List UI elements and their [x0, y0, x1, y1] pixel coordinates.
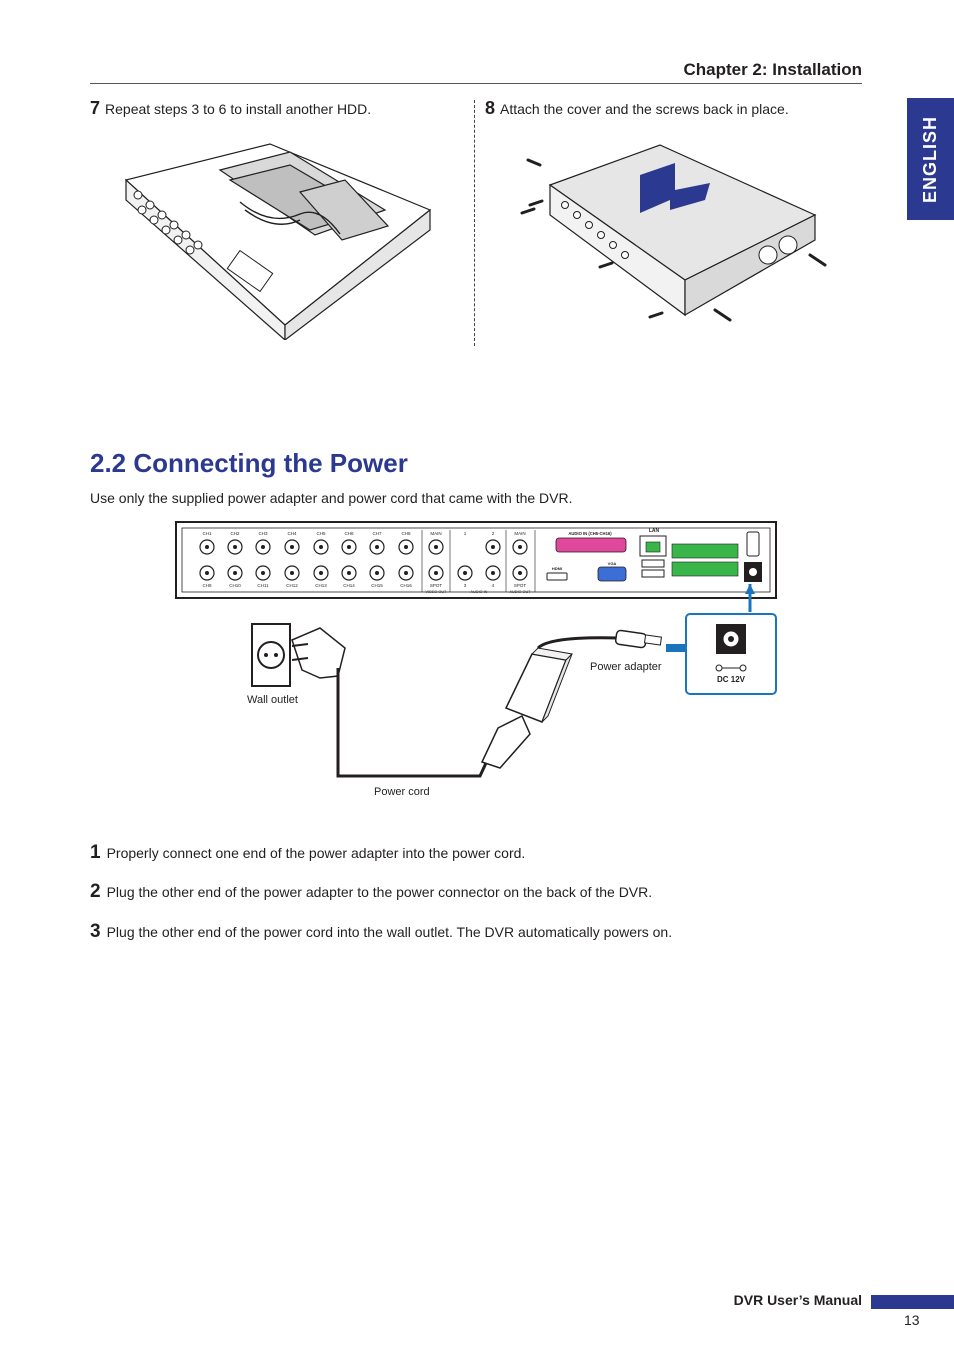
- label-audio-in-port: AUDIO IN (CH5-CH16): [568, 531, 612, 536]
- label-audio-4: 4: [492, 583, 495, 588]
- label-ch3: CH3: [258, 531, 267, 536]
- language-tab: ENGLISH: [907, 98, 954, 220]
- column-divider: [474, 100, 475, 346]
- label-ch10: CH10: [229, 583, 241, 588]
- hdd-install-illustration: [124, 143, 432, 340]
- language-tab-label: ENGLISH: [920, 115, 941, 203]
- label-audio-in: AUDIO IN: [471, 590, 488, 594]
- iec-plug: [480, 714, 531, 769]
- blue-arrow-up: [745, 584, 755, 594]
- label-main-2: MAIN: [514, 531, 525, 536]
- step-8-number: 8: [485, 98, 496, 118]
- wall-outlet-label: Wall outlet: [247, 694, 298, 706]
- section-intro: Use only the supplied power adapter and …: [90, 490, 573, 506]
- dc-plug: [614, 629, 648, 649]
- terminal-block-bottom: [671, 561, 739, 577]
- power-connection-diagram: CH1 CH2 CH3 CH4 CH5 CH6 CH7 CH8 CH9 CH10…: [175, 521, 777, 778]
- step-3: 3 Plug the other end of the power cord in…: [90, 921, 672, 943]
- label-lan: LAN: [649, 528, 660, 534]
- label-ch5: CH5: [316, 531, 325, 536]
- step-1-text: Properly connect one end of the power ad…: [106, 845, 526, 861]
- section-title: 2.2 Connecting the Power: [90, 448, 408, 478]
- label-ch1: CH1: [202, 531, 211, 536]
- hdmi-port: [546, 572, 568, 581]
- label-ch6: CH6: [344, 531, 353, 536]
- cover-install-illustration: [520, 144, 827, 322]
- usb-port-2: [641, 569, 665, 578]
- label-audio-out: AUDIO OUT: [509, 590, 531, 594]
- label-audio-2: 2: [492, 531, 495, 536]
- dvr-rear-panel: [175, 521, 777, 599]
- label-ch14: CH14: [343, 583, 355, 588]
- label-vga: VGA: [608, 561, 617, 566]
- label-ch8: CH8: [401, 531, 410, 536]
- step-3-number: 3: [90, 921, 101, 942]
- step-7-text: Repeat steps 3 to 6 to install another H…: [105, 101, 372, 117]
- power-cord-line: [336, 668, 494, 778]
- label-audio-3: 3: [464, 583, 467, 588]
- label-video-out: VIDEO OUT: [426, 590, 448, 594]
- label-spot-2: SPOT: [514, 583, 527, 588]
- step-2: 2 Plug the other end of the power adapter…: [90, 881, 652, 903]
- label-ch13: CH13: [315, 583, 327, 588]
- step-3-text: Plug the other end of the power cord int…: [106, 924, 673, 940]
- step-7-number: 7: [90, 98, 101, 118]
- label-audio-1: 1: [464, 531, 467, 536]
- usb-port-1: [641, 559, 665, 568]
- step-2-number: 2: [90, 881, 101, 902]
- chapter-title: Chapter 2: Installation: [683, 60, 862, 79]
- label-ch16: CH16: [400, 583, 412, 588]
- label-ch9: CH9: [202, 583, 211, 588]
- label-hdmi: HDMI: [552, 566, 562, 571]
- power-adapter-label: Power adapter: [590, 661, 662, 673]
- audio-in-connector: [555, 537, 627, 553]
- header-rule: [90, 83, 862, 84]
- power-switch: [746, 531, 760, 557]
- step-1-number: 1: [90, 842, 101, 863]
- page-number: 13: [904, 1312, 920, 1328]
- dc-12v-label: DC 12V: [717, 675, 746, 684]
- label-ch7: CH7: [372, 531, 381, 536]
- label-ch12: CH12: [286, 583, 298, 588]
- step-2-text: Plug the other end of the power adapter …: [106, 884, 653, 900]
- step-8-text: Attach the cover and the screws back in …: [500, 101, 789, 117]
- label-main-1: MAIN: [430, 531, 441, 536]
- label-ch2: CH2: [230, 531, 239, 536]
- label-ch4: CH4: [287, 531, 296, 536]
- vga-port: [597, 566, 627, 582]
- manual-title: DVR User’s Manual: [733, 1292, 862, 1308]
- footer-bar: [871, 1295, 954, 1309]
- step-1: 1 Properly connect one end of the power a…: [90, 842, 525, 864]
- terminal-block-top: [671, 543, 739, 559]
- power-cord-label: Power cord: [374, 786, 430, 798]
- label-spot-1: SPOT: [430, 583, 443, 588]
- label-ch11: CH11: [257, 583, 269, 588]
- label-ch15: CH15: [371, 583, 383, 588]
